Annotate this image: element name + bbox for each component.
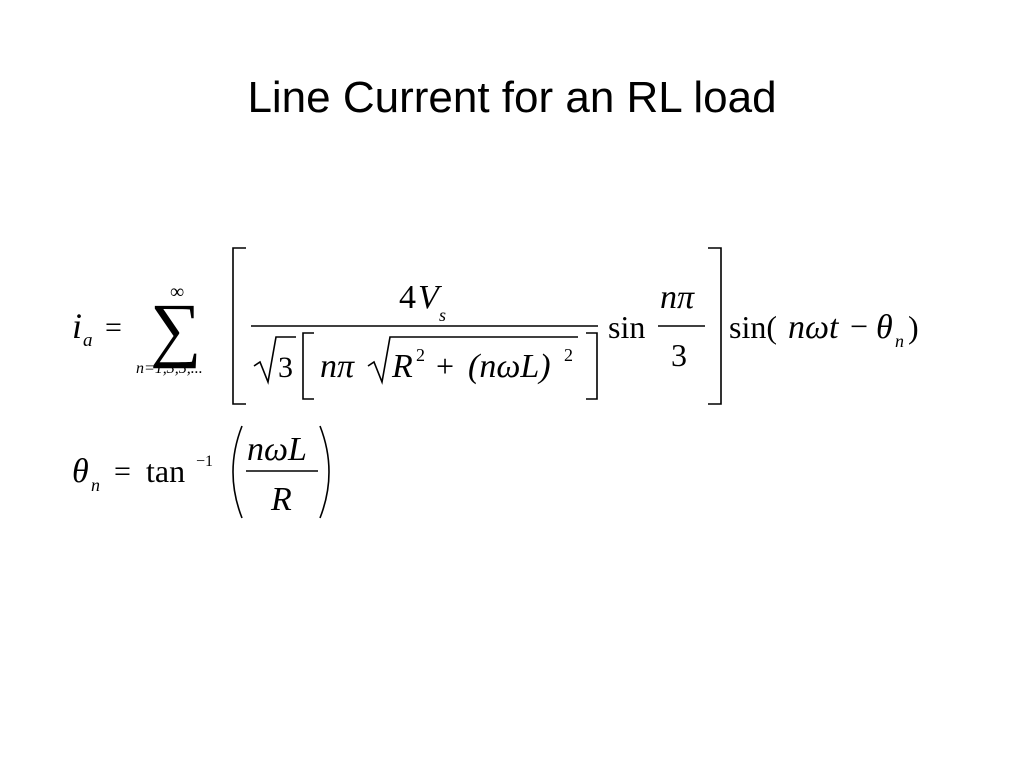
denominator-plus: + <box>436 348 454 384</box>
second-fraction-denominator: 3 <box>671 337 687 373</box>
denominator-reactance-exponent: 2 <box>564 345 573 365</box>
numerator-coefficient: 4 <box>399 279 416 316</box>
angle-denominator: R <box>270 481 292 518</box>
current-lhs-subscript: a <box>83 330 93 351</box>
minus-sign: − <box>850 308 868 344</box>
sin-function-1: sin <box>608 309 645 345</box>
left-bracket <box>232 247 246 405</box>
angle-right-parenthesis <box>319 425 330 519</box>
right-bracket <box>708 247 722 405</box>
angle-equation: θ n = tan −1 nωL R <box>72 425 330 519</box>
summation-symbol: ∑ <box>150 289 201 369</box>
sqrt-argument-3: 3 <box>278 351 293 384</box>
angle-equals-sign: = <box>114 455 131 488</box>
angle-left-parenthesis <box>232 425 243 519</box>
theta-subscript: n <box>895 331 904 351</box>
closing-parenthesis: ) <box>908 309 919 345</box>
denominator-R: R <box>391 348 413 385</box>
sum-upper-limit: ∞ <box>170 281 184 303</box>
inner-left-bracket <box>302 332 314 400</box>
tan-function: tan <box>146 453 185 489</box>
inner-right-bracket <box>586 332 598 400</box>
current-lhs-symbol: i <box>72 306 82 346</box>
tan-exponent: −1 <box>196 453 213 470</box>
numerator-subscript: s <box>439 305 446 325</box>
denominator-reactance-term: (nωL) <box>468 348 551 385</box>
argument-nwt: nωt <box>788 309 840 346</box>
denominator-npi: nπ <box>320 348 355 385</box>
angle-lhs-subscript: n <box>91 475 100 495</box>
denominator-R-exponent: 2 <box>416 345 425 365</box>
current-equation: i a = ∞ ∑ n=1,3,5,... 4 V s 3 nπ R 2 + (… <box>72 247 919 405</box>
angle-numerator: nωL <box>247 431 307 468</box>
sqrt-sign-3 <box>253 336 296 385</box>
sqrt-sign-impedance <box>367 336 578 385</box>
angle-lhs-symbol: θ <box>72 453 89 490</box>
sin-function-2: sin( <box>729 309 777 345</box>
second-fraction-numerator: nπ <box>660 279 695 316</box>
sum-lower-limit: n=1,3,5,... <box>136 360 203 377</box>
slide-title: Line Current for an RL load <box>247 73 777 122</box>
theta-symbol: θ <box>876 309 893 346</box>
current-equals-sign: = <box>105 311 122 344</box>
